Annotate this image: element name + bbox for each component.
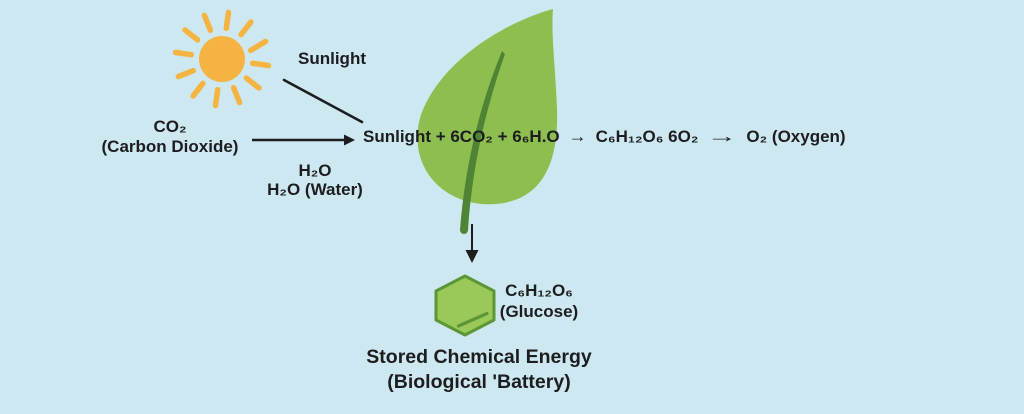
equation-reactants: Sunlight + 6CO₂ + 6₆H.O [363, 127, 560, 146]
equation-oxygen-output: O₂ (Oxygen) [746, 127, 846, 146]
carbon-dioxide-name: (Carbon Dioxide) [101, 137, 239, 156]
carbon-dioxide-formula: CO₂ [153, 117, 187, 136]
glucose-molecule-icon [434, 274, 496, 337]
equation-products-glucose-oxygen: C₆H₁₂O₆ 6O₂ [595, 127, 699, 146]
yields-arrow-2: → [707, 126, 738, 146]
co2-arrow-icon [252, 134, 355, 146]
sunlight-beam-line [282, 78, 364, 124]
water-name: H₂O (Water) [267, 180, 363, 199]
yields-arrow-1: → [568, 126, 587, 146]
sun-icon [172, 9, 272, 109]
glucose-label: C₆H₁₂O₆ (Glucose) [492, 281, 586, 322]
leaf-icon [417, 9, 558, 234]
carbon-dioxide-label: CO₂ (Carbon Dioxide) [96, 117, 244, 157]
caption-line-2: (Biological 'Battery) [387, 370, 571, 393]
stored-energy-caption: Stored Chemical Energy (Biological 'Batt… [358, 345, 600, 394]
water-label: H₂O H₂O (Water) [252, 161, 378, 199]
glucose-formula: C₆H₁₂O₆ [505, 281, 573, 300]
caption-line-1: Stored Chemical Energy [366, 346, 592, 368]
sunlight-label: Sunlight [298, 49, 366, 68]
photosynthesis-equation: Sunlight + 6CO₂ + 6₆H.O → C₆H₁₂O₆ 6O₂ → … [363, 126, 846, 147]
water-formula: H₂O [298, 161, 332, 180]
leaf-to-glucose-arrow-icon [465, 224, 479, 263]
glucose-name: (Glucose) [499, 301, 579, 321]
